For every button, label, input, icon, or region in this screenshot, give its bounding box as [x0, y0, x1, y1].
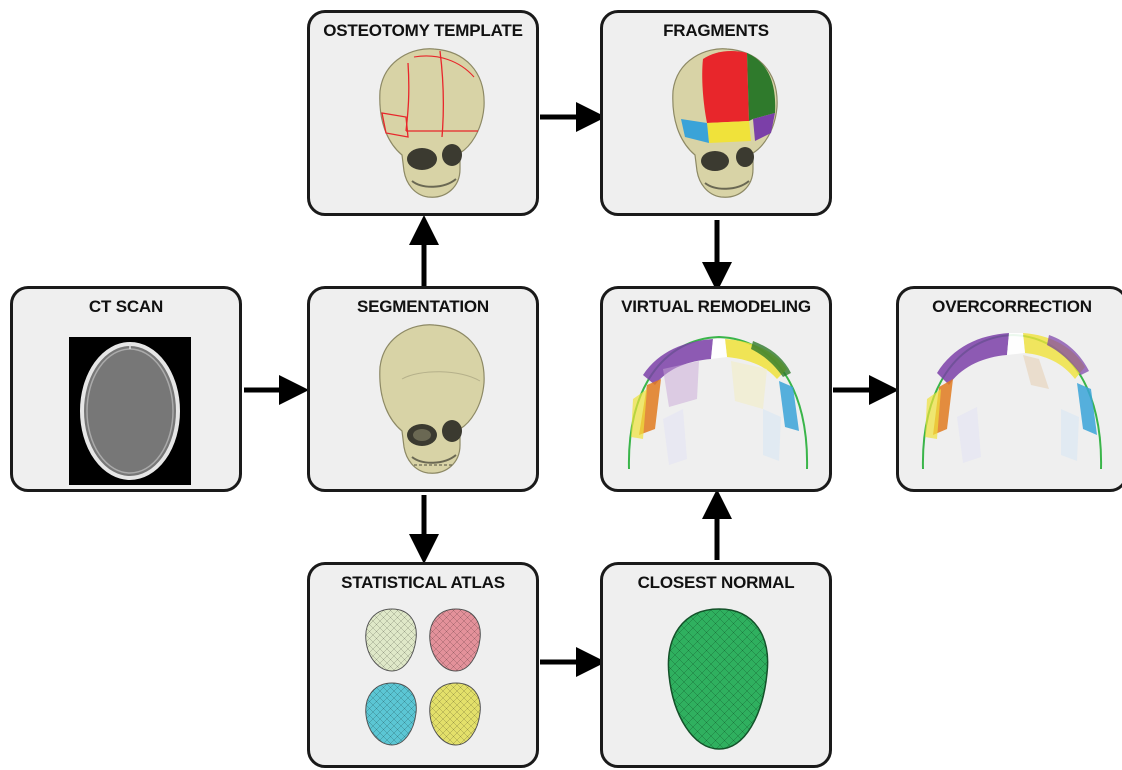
remodeled-fragments-image: [603, 289, 829, 489]
ct-slice-image: [13, 289, 239, 489]
overcorrected-fragments-image: [899, 289, 1122, 489]
skull-model-image: [310, 289, 536, 489]
atlas-shapes-image: [310, 565, 536, 768]
closest-normal-shape-image: [603, 565, 829, 768]
skull-fragments-image: [603, 13, 829, 213]
node-statistical-atlas: STATISTICAL ATLAS: [307, 562, 539, 768]
node-segmentation: SEGMENTATION: [307, 286, 539, 492]
node-ct-scan: CT SCAN: [10, 286, 242, 492]
node-virtual-remodeling: VIRTUAL REMODELING: [600, 286, 832, 492]
node-overcorrection: OVERCORRECTION: [896, 286, 1122, 492]
node-osteotomy-template: OSTEOTOMY TEMPLATE: [307, 10, 539, 216]
node-fragments: FRAGMENTS: [600, 10, 832, 216]
skull-with-cut-lines-image: [310, 13, 536, 213]
node-closest-normal: CLOSEST NORMAL: [600, 562, 832, 768]
